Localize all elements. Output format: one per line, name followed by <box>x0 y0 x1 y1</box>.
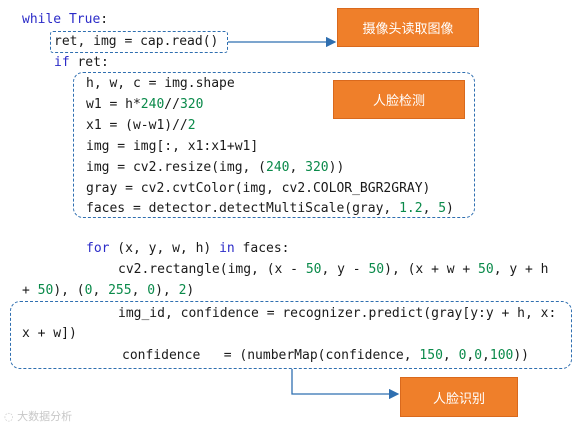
code-token: ) <box>186 283 195 298</box>
code-token: , y + h <box>493 262 549 277</box>
code-token: 50 <box>37 283 54 298</box>
code-token: ret: <box>69 55 109 70</box>
code-token: h, w, c = img.shape <box>86 76 235 91</box>
code-token: x + w]) <box>22 326 77 341</box>
code-token: img = img[:, x1:x1+w1] <box>86 139 259 154</box>
code-line-rect1: cv2.rectangle(img, (x - 50, y - 50), (x … <box>118 261 549 279</box>
code-token: // <box>164 97 180 112</box>
face-recognize-label: 人脸识别 <box>400 377 518 417</box>
code-line-if: if ret: <box>54 54 109 72</box>
code-token: img = cv2.resize(img, ( <box>86 160 267 175</box>
code-token: )) <box>513 348 530 363</box>
face-detect-box <box>73 72 475 218</box>
code-token: cv2.rectangle(img, (x - <box>118 262 306 277</box>
code-token: 2 <box>187 118 196 133</box>
code-token: 240 <box>140 97 165 112</box>
code-token: , <box>92 283 109 298</box>
code-token: + <box>22 283 38 298</box>
face-recognize-box <box>10 301 572 369</box>
code-token: 100 <box>489 348 514 363</box>
face-detect-label: 人脸检测 <box>333 80 465 119</box>
code-token: ), <box>155 283 179 298</box>
code-token: (x, y, w, h) <box>109 241 220 256</box>
code-line-faces: faces = detector.detectMultiScale(gray, … <box>86 200 454 218</box>
code-token: , <box>466 348 475 363</box>
code-token: 50 <box>305 262 322 277</box>
code-line-w1: w1 = h*240//320 <box>86 96 203 114</box>
watermark: ◌ 大数据分析 <box>4 408 72 424</box>
code-line-read: ret, img = cap.read() <box>54 33 218 51</box>
code-token: , <box>442 348 459 363</box>
watermark-icon: ◌ <box>4 410 18 423</box>
code-token: , <box>289 160 306 175</box>
code-token: 1.2 <box>399 201 423 216</box>
code-token: , y - <box>321 262 369 277</box>
code-token: 0 <box>84 283 93 298</box>
code-token: ) <box>446 201 454 216</box>
code-token: , <box>482 348 490 363</box>
code-token: 5 <box>438 201 447 216</box>
code-line-predict2: x + w]) <box>22 325 77 343</box>
code-line-confidence: confidence = (numberMap(confidence, 150,… <box>122 347 529 365</box>
code-token: 150 <box>419 348 443 363</box>
code-token: )) <box>328 160 345 175</box>
code-token: 50 <box>478 262 494 277</box>
code-token: 255 <box>108 283 132 298</box>
code-token: 320 <box>305 160 329 175</box>
code-token: ), (x + w + <box>384 262 479 277</box>
code-token: 0 <box>147 283 156 298</box>
code-token: faces: <box>234 241 290 256</box>
code-token: gray = cv2.cvtColor(img, cv2.COLOR_BGR2G… <box>86 181 431 196</box>
code-token: if <box>54 55 70 70</box>
code-token: : <box>100 12 109 27</box>
code-token: 2 <box>178 283 187 298</box>
code-token: ), ( <box>53 283 85 298</box>
watermark-text: 大数据分析 <box>17 410 73 423</box>
code-line-predict1: img_id, confidence = recognizer.predict(… <box>118 305 556 323</box>
code-token: 320 <box>179 97 204 112</box>
code-token: 240 <box>266 160 290 175</box>
code-token: faces = detector.detectMultiScale(gray, <box>86 201 400 216</box>
code-line-x1: x1 = (w-w1)//2 <box>86 117 196 135</box>
code-line-shape: h, w, c = img.shape <box>86 75 235 93</box>
code-token: x1 = (w-w1)// <box>86 118 188 133</box>
code-token: 50 <box>368 262 385 277</box>
camera-read-label: 摄像头读取图像 <box>337 8 479 47</box>
code-line-crop: img = img[:, x1:x1+w1] <box>86 138 258 156</box>
read-highlight-box <box>50 31 228 53</box>
code-line-gray: gray = cv2.cvtColor(img, cv2.COLOR_BGR2G… <box>86 180 430 198</box>
code-token: img_id, confidence = recognizer.predict(… <box>118 306 557 321</box>
code-token: , <box>131 283 148 298</box>
code-token: in <box>219 241 235 256</box>
code-token: True <box>68 12 101 27</box>
code-token: ret, img = cap.read() <box>54 34 219 49</box>
code-token: , <box>422 201 439 216</box>
code-token: 0 <box>458 348 467 363</box>
arrow-recognize-to-label <box>291 369 400 400</box>
code-line-for: for (x, y, w, h) in faces: <box>86 240 290 258</box>
code-token: for <box>86 241 110 256</box>
code-line-rect2: + 50), (0, 255, 0), 2) <box>22 282 194 300</box>
code-token: while <box>22 12 69 27</box>
code-token: confidence = (numberMap(confidence, <box>122 348 420 363</box>
code-line-while: while True: <box>22 11 108 29</box>
code-line-resize: img = cv2.resize(img, (240, 320)) <box>86 159 344 177</box>
code-token: 0 <box>474 348 483 363</box>
code-token: w1 = h* <box>86 97 141 112</box>
